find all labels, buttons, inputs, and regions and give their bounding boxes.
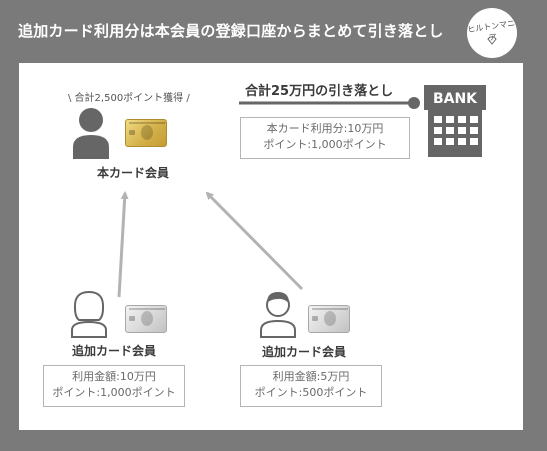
person-icon <box>73 108 109 159</box>
supplementary-1-points: ポイント:1,000ポイント <box>52 386 176 399</box>
bank-icon: BANK <box>424 85 486 157</box>
man-icon <box>260 292 296 338</box>
platinum-card-icon <box>308 305 350 333</box>
flow-arrows <box>117 97 420 298</box>
hilton-mania-logo: ヒルトンマニア <box>467 8 517 58</box>
gold-card-icon <box>125 119 167 147</box>
diagram-panel: \ 合計2,500ポイント獲得 / 本カード会員 合計25万円の引き落とし BA… <box>19 63 523 430</box>
supplementary-2-points: ポイント:500ポイント <box>254 386 368 399</box>
woman-icon <box>71 290 107 338</box>
arrow-supplementary-2 <box>205 191 304 291</box>
arrow-supplementary-1 <box>117 191 129 298</box>
primary-usage-amount: 本カード利用分:10万円 <box>266 122 384 135</box>
debit-label: 合計25万円の引き落とし <box>245 84 394 99</box>
primary-usage-box: 本カード利用分:10万円 ポイント:1,000ポイント <box>240 117 410 159</box>
platinum-card-icon <box>125 305 167 333</box>
diamond-icon <box>487 36 497 45</box>
debit-line-end <box>408 97 420 109</box>
supplementary-2-box: 利用金額:5万円 ポイント:500ポイント <box>240 365 382 407</box>
primary-member-label: 本カード会員 <box>97 166 170 180</box>
supplementary-1-amount: 利用金額:10万円 <box>72 370 156 383</box>
supplementary-2-label: 追加カード会員 <box>262 345 347 359</box>
supplementary-2-amount: 利用金額:5万円 <box>272 370 350 383</box>
supplementary-1-box: 利用金額:10万円 ポイント:1,000ポイント <box>43 365 185 407</box>
bank-label: BANK <box>433 91 478 107</box>
points-caption: \ 合計2,500ポイント獲得 / <box>68 93 190 104</box>
primary-usage-points: ポイント:1,000ポイント <box>263 138 387 151</box>
page-title: 追加カード利用分は本会員の登録口座からまとめて引き落とし <box>18 22 444 40</box>
supplementary-1-label: 追加カード会員 <box>72 344 157 358</box>
